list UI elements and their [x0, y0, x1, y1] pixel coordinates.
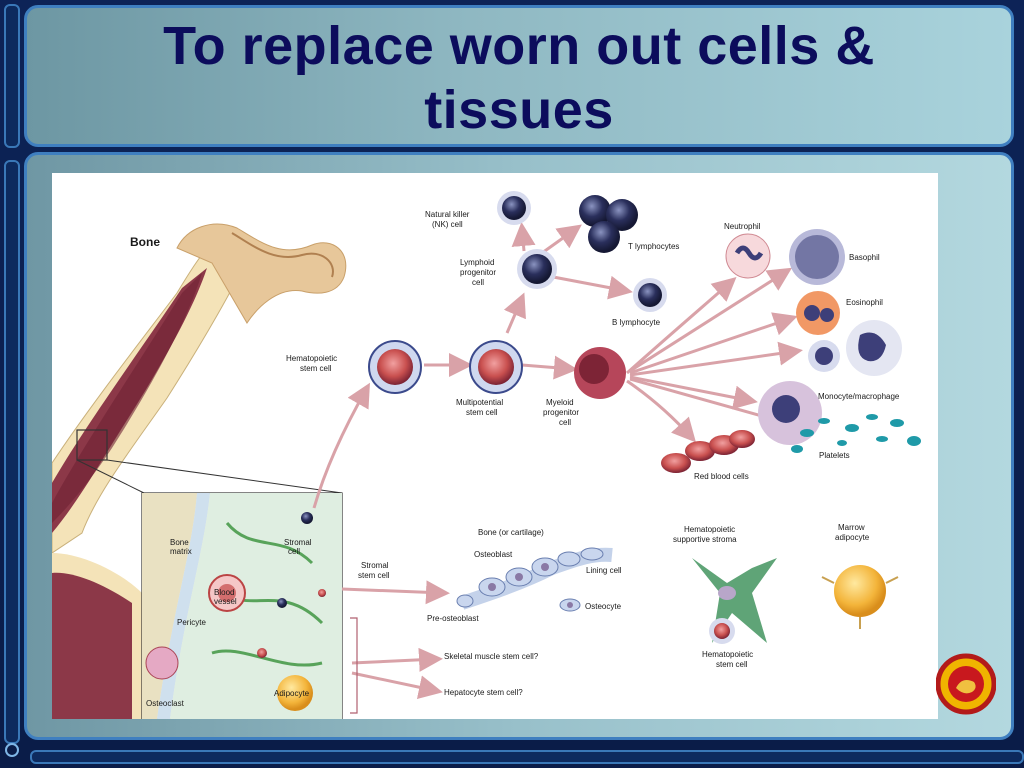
- neutrophil-cell: [725, 233, 771, 279]
- label-bone: Bone: [130, 235, 160, 249]
- lymphoid-cell: [517, 249, 557, 289]
- label-eosinophil: Eosinophil: [846, 298, 883, 307]
- eosinophil-cell: [796, 291, 840, 335]
- monocyte-macrophage-cell: [808, 320, 902, 376]
- marrow-adipocyte-cell: [821, 565, 899, 629]
- lineage-arrows: [312, 222, 803, 700]
- inset-bone-matrix: Bone matrix: [170, 538, 192, 556]
- label-platelets: Platelets: [819, 451, 850, 460]
- label-osteocyte: Osteocyte: [585, 602, 622, 611]
- label-lining: Lining cell: [586, 566, 622, 575]
- corner-dot: [5, 743, 19, 757]
- hematopoiesis-diagram: Bone Bone matrix Stromal cell Blood vess…: [52, 173, 938, 719]
- label-rbc: Red blood cells: [694, 472, 749, 481]
- slide-title: To replace worn out cells & tissues: [24, 14, 1014, 142]
- osteoblast-chain: [456, 547, 613, 612]
- label-skeletal: Skeletal muscle stem cell?: [444, 652, 539, 661]
- label-pre-osteoblast: Pre-osteoblast: [427, 614, 479, 623]
- platelets-cells: [791, 414, 921, 453]
- multipotential-cell: [469, 340, 523, 394]
- b-lymphocyte-cell: [633, 278, 667, 312]
- marrow-inset: [141, 492, 343, 719]
- hsc-cell: [368, 340, 422, 394]
- label-b-lymphocyte: B lymphocyte: [612, 318, 661, 327]
- label-osteoblast: Osteoblast: [474, 550, 513, 559]
- label-neutrophil: Neutrophil: [724, 222, 761, 231]
- left-rail-top: [4, 4, 20, 148]
- inset-stromal-cell: Stromal cell: [284, 538, 314, 556]
- myeloid-cell: [574, 347, 626, 399]
- bottom-rail: [30, 750, 1024, 764]
- title-line-1: To replace worn out cells &: [163, 16, 875, 76]
- inset-pericyte: Pericyte: [177, 618, 206, 627]
- label-bone-cartilage: Bone (or cartilage): [478, 528, 544, 537]
- label-t-lymphocytes: T lymphocytes: [628, 242, 679, 251]
- left-rail-bottom: [4, 160, 20, 744]
- inset-adipocyte: Adipocyte: [274, 689, 310, 698]
- supportive-stroma-cell: [692, 558, 777, 644]
- university-seal-logo: [936, 648, 996, 720]
- basophil-cell: [789, 229, 845, 285]
- t-lymphocytes-cells: [579, 195, 638, 253]
- nk-cell: [497, 191, 531, 225]
- bone-illustration: [52, 223, 347, 719]
- inset-osteoclast: Osteoclast: [146, 699, 185, 708]
- label-nk: Natural killer(NK) cell: [425, 210, 470, 229]
- label-hepatocyte: Hepatocyte stem cell?: [444, 688, 523, 697]
- macrophage-large: [758, 381, 822, 445]
- red-blood-cells: [661, 430, 755, 473]
- label-monocyte: Monocyte/macrophage: [818, 392, 900, 401]
- title-line-2: tissues: [424, 80, 614, 140]
- label-basophil: Basophil: [849, 253, 880, 262]
- inset-blood-vessel: Blood vessel: [214, 588, 237, 606]
- title-panel: [24, 5, 1014, 147]
